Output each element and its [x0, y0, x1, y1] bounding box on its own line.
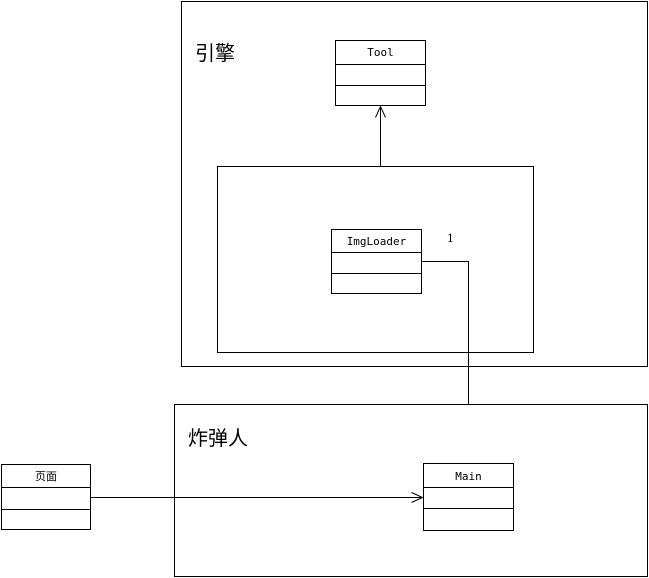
page-class: 页面 [1, 464, 91, 530]
tool-class: Tool [335, 40, 426, 106]
imgloader-class-name: ImgLoader [347, 235, 407, 248]
engine-package-label: 引擎 [195, 41, 235, 65]
bomberman-package [174, 404, 648, 577]
main-class: Main [423, 463, 514, 531]
imgloader-multiplicity: 1 [447, 232, 454, 245]
tool-class-name: Tool [367, 46, 394, 59]
page-class-name: 页面 [35, 470, 57, 483]
imgloader-class: ImgLoader [331, 229, 422, 294]
association-arrow-head [411, 492, 424, 503]
composition-line [421, 261, 469, 444]
bomberman-package-label: 炸弹人 [188, 426, 248, 450]
main-class-name: Main [455, 470, 482, 483]
open-arrow-head [375, 105, 386, 118]
